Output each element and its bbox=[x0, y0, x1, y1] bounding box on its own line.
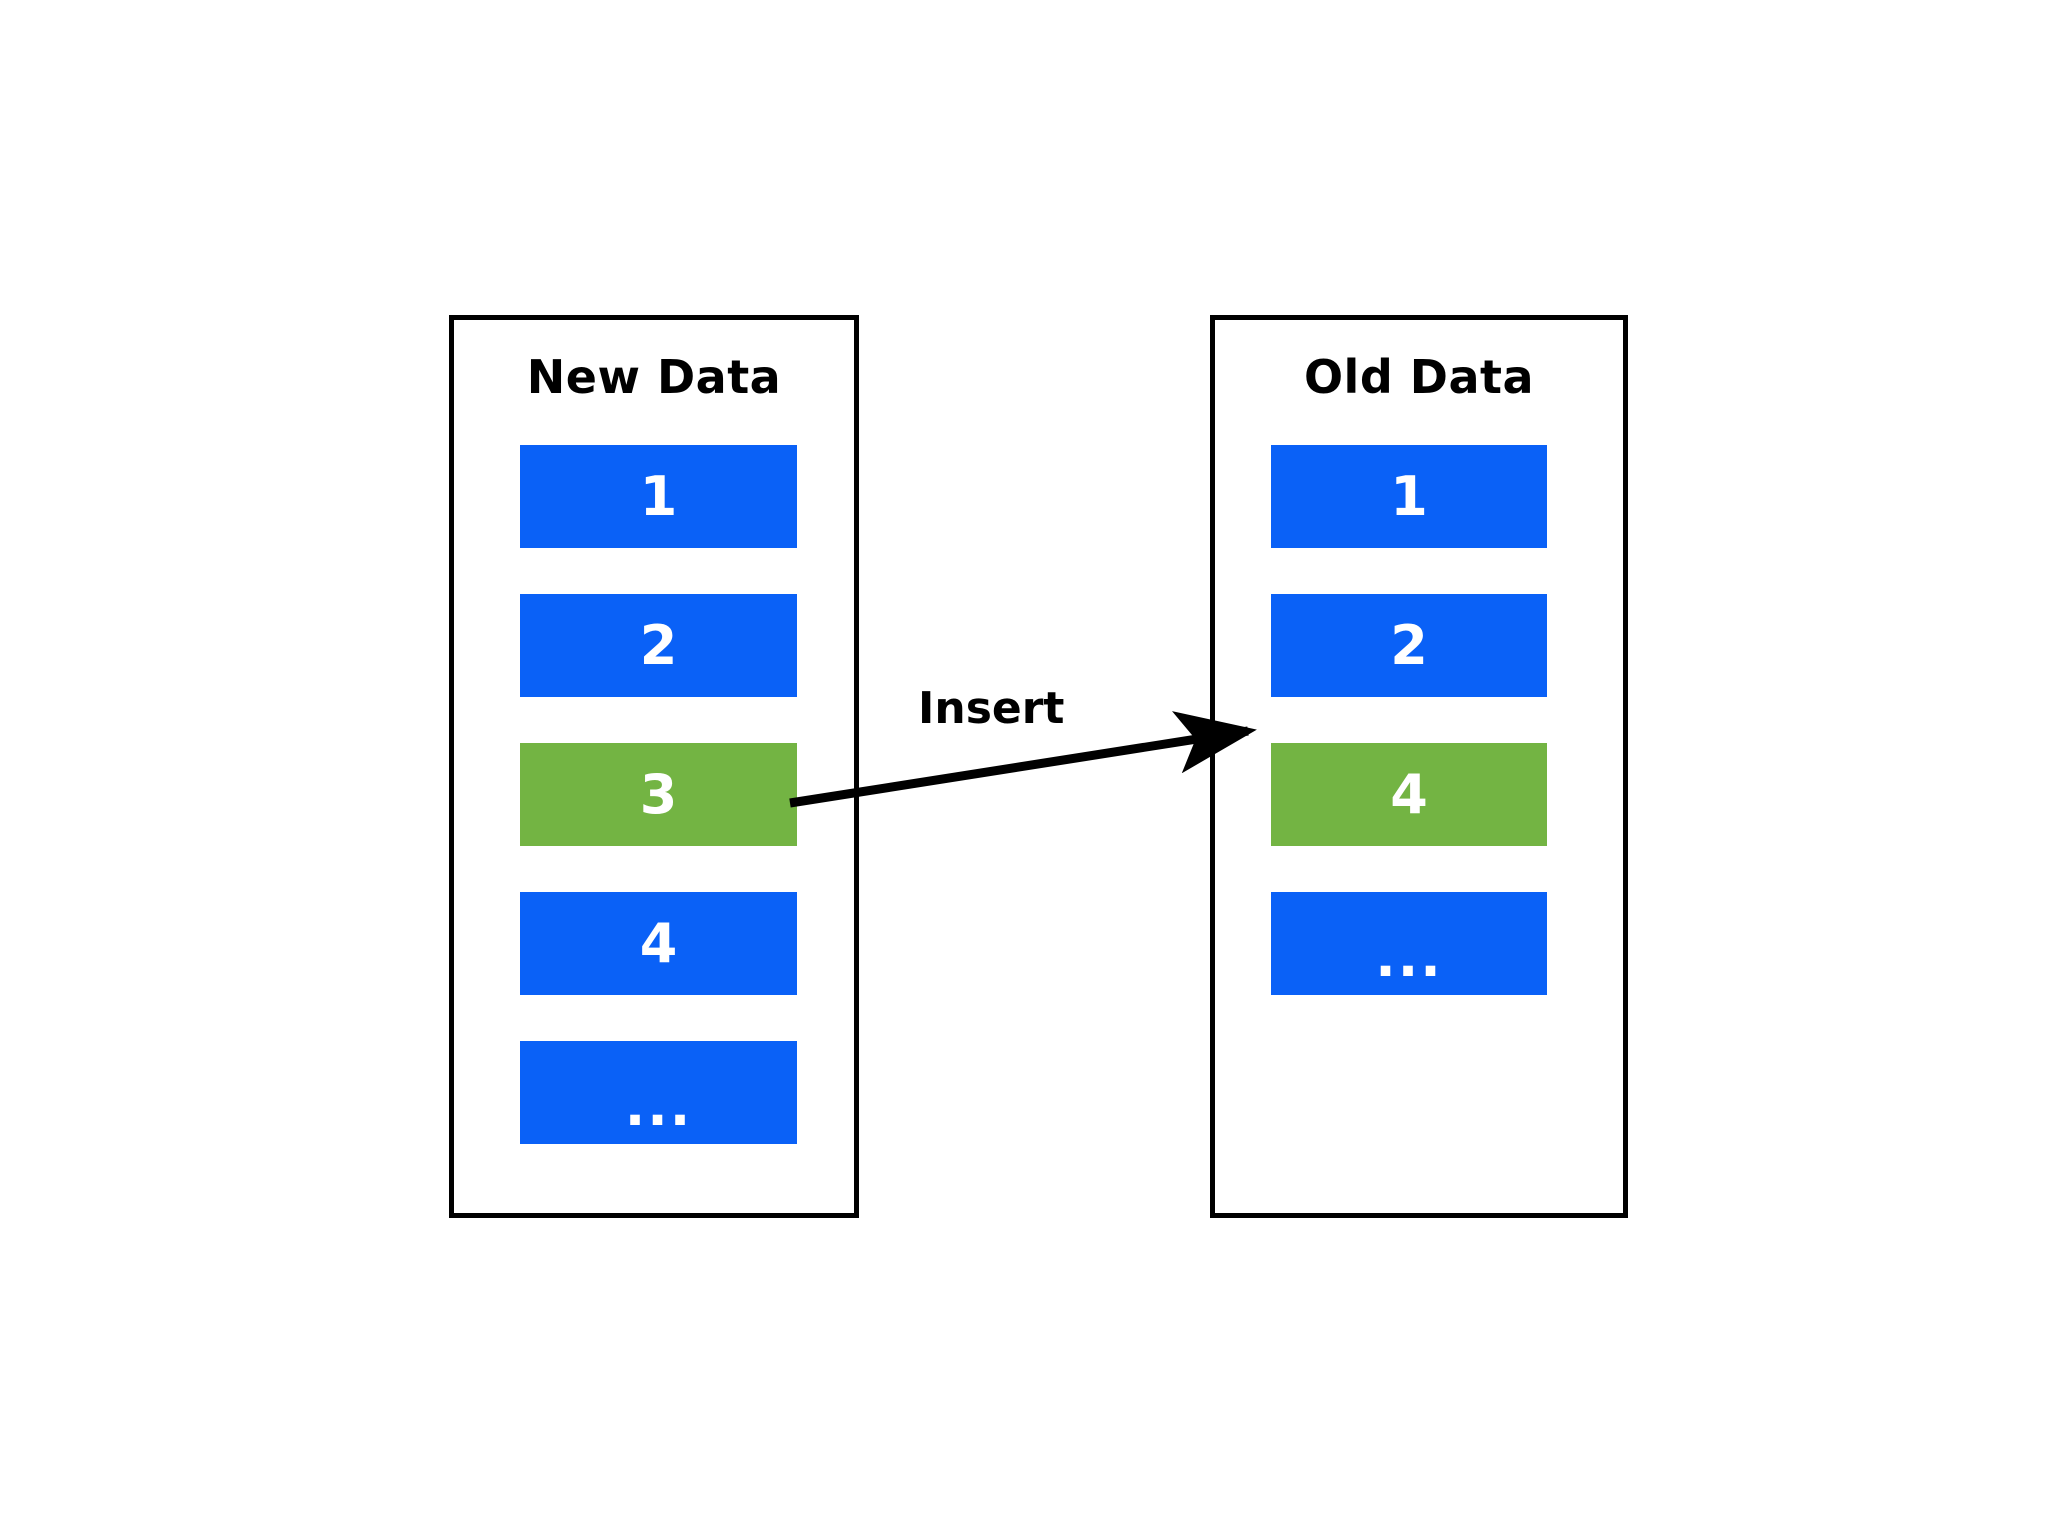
cell-new-2: 2 bbox=[520, 594, 797, 697]
cell-old-ellipsis: ... bbox=[1271, 892, 1547, 995]
cell-old-1: 1 bbox=[1271, 445, 1547, 548]
cell-new-ellipsis-label: ... bbox=[624, 1074, 693, 1138]
cell-new-ellipsis: ... bbox=[520, 1041, 797, 1144]
cell-new-1: 1 bbox=[520, 445, 797, 548]
panel-new-data: New Data 1 2 3 4 ... bbox=[449, 315, 859, 1218]
cell-old-4-label: 4 bbox=[1390, 762, 1428, 826]
cell-old-2-label: 2 bbox=[1390, 613, 1428, 677]
cell-old-4: 4 bbox=[1271, 743, 1547, 846]
panel-old-data-cells: 1 2 4 ... bbox=[1215, 320, 1623, 1213]
panel-new-data-cells: 1 2 3 4 ... bbox=[454, 320, 854, 1213]
panel-old-data-title: Old Data bbox=[1303, 350, 1535, 404]
cell-new-4-label: 4 bbox=[639, 911, 678, 975]
cell-new-2-label: 2 bbox=[639, 613, 678, 677]
cell-new-3-label: 3 bbox=[639, 762, 678, 826]
panel-new-data-title: New Data bbox=[526, 350, 782, 404]
insert-arrow-label: Insert bbox=[918, 683, 1065, 734]
cell-new-3: 3 bbox=[520, 743, 797, 846]
panel-old-data: Old Data 1 2 4 ... bbox=[1210, 315, 1628, 1218]
cell-new-1-label: 1 bbox=[639, 464, 678, 528]
cell-old-ellipsis-label: ... bbox=[1375, 925, 1443, 989]
cell-old-2: 2 bbox=[1271, 594, 1547, 697]
cell-new-4: 4 bbox=[520, 892, 797, 995]
cell-old-1-label: 1 bbox=[1390, 464, 1428, 528]
